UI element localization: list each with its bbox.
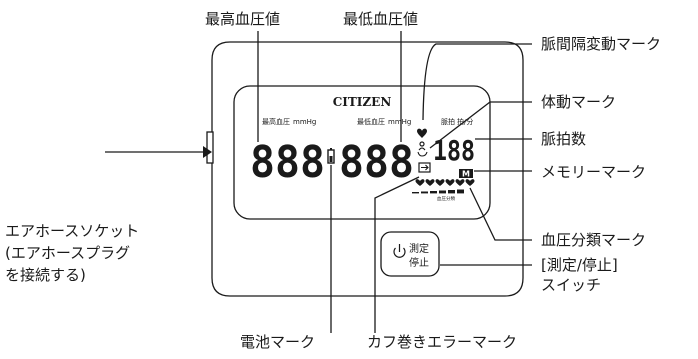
air-hose-socket [206, 131, 214, 164]
callout-switch-line2: スイッチ [541, 276, 601, 294]
button-label-line2: 停止 [409, 256, 429, 269]
lcd-label-bp-class: 血圧分類 [437, 195, 455, 202]
battery-icon [327, 148, 335, 164]
lcd-label-systolic-unit: mmHg [293, 118, 316, 126]
bp-class-heart-4 [445, 179, 455, 186]
measure-stop-button[interactable]: 測定 停止 [380, 231, 440, 277]
bp-class-heart-6 [465, 179, 475, 186]
bp-class-hearts [415, 179, 475, 186]
memory-mark-icon: M [459, 169, 473, 179]
callout-bp-class: 血圧分類マーク [541, 231, 646, 249]
systolic-digits: 888 [250, 137, 325, 188]
callout-irregular-pulse: 脈間隔変動マーク [541, 35, 661, 53]
arrow-head-icon [203, 146, 212, 158]
callout-air-hose-line3: を接続する) [5, 266, 86, 284]
callout-cuff-error: カフ巻きエラーマーク [367, 333, 517, 351]
callout-switch-line1: [測定/停止] [541, 256, 618, 274]
callout-body-motion: 体動マーク [541, 93, 616, 111]
diastolic-digits: 888 [339, 137, 414, 188]
pulse-digits: 188 [433, 134, 475, 167]
brand-logo: CITIZEN [333, 95, 392, 109]
systolic-value: 888 [250, 137, 325, 188]
bp-class-heart-3 [435, 179, 445, 186]
device-body [211, 41, 524, 297]
pulse-value: 188 [433, 134, 475, 167]
diastolic-value: 888 [339, 137, 414, 188]
callout-diastolic: 最低血圧値 [343, 10, 418, 28]
lcd-label-systolic: 最高血圧 [262, 117, 290, 126]
bp-class-heart-5 [455, 179, 465, 186]
lcd-window [233, 85, 491, 220]
lcd-label-diastolic-unit: mmHg [388, 118, 411, 126]
callout-battery: 電池マーク [240, 333, 315, 351]
lcd-label-pulse: 脈拍 [441, 117, 455, 126]
cuff-error-icon [418, 162, 431, 173]
callout-systolic: 最高血圧値 [205, 10, 280, 28]
callout-memory: メモリーマーク [541, 163, 646, 181]
button-label-line1: 測定 [409, 242, 429, 255]
callout-air-hose-line1: エアホースソケット [5, 222, 139, 240]
bp-class-bars [412, 189, 464, 194]
irregular-pulse-heart-icon [417, 128, 427, 138]
lcd-label-diastolic: 最低血圧 [357, 117, 385, 126]
bp-class-heart-1 [415, 179, 425, 186]
bp-class-heart-2 [425, 179, 435, 186]
callout-air-hose-line2: (エアホースプラグ [5, 244, 130, 262]
body-motion-icon [417, 141, 428, 157]
power-icon [393, 244, 406, 258]
callout-pulse-count: 脈拍数 [541, 130, 586, 148]
leader-lines [105, 31, 532, 333]
memory-mark-letter: M [462, 170, 470, 179]
